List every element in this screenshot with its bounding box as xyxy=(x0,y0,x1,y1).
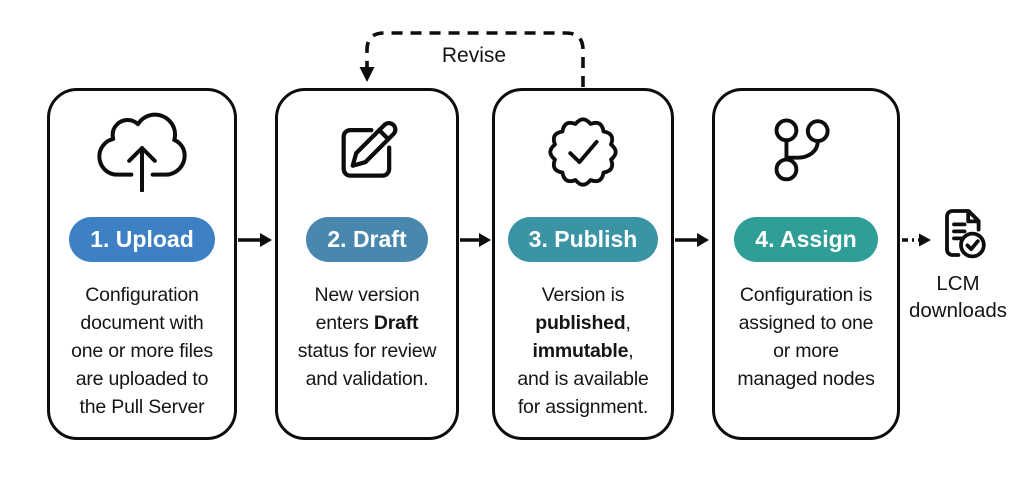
step-badge-upload: 1. Upload xyxy=(69,217,215,262)
lcm-label-line2: downloads xyxy=(908,299,1007,322)
arrow-publish-to-assign xyxy=(675,233,709,247)
arrow-draft-to-publish xyxy=(460,233,491,247)
lcm-downloads-label: LCM downloads xyxy=(892,270,1024,324)
revise-loop-arrow xyxy=(359,31,585,87)
edit-pencil-icon xyxy=(332,101,402,203)
document-check-icon xyxy=(934,206,990,264)
arrow-upload-to-draft xyxy=(238,233,272,247)
step-badge-assign: 4. Assign xyxy=(734,217,878,262)
dashed-arrow-assign-to-lcm xyxy=(902,233,931,247)
step-badge-draft: 2. Draft xyxy=(306,217,428,262)
verified-seal-icon xyxy=(543,101,623,203)
step-badge-publish: 3. Publish xyxy=(507,217,659,262)
cloud-upload-icon xyxy=(94,101,190,203)
lcm-label-line1: LCM xyxy=(936,272,980,295)
revise-label: Revise xyxy=(441,44,507,67)
git-branch-icon xyxy=(772,101,840,203)
